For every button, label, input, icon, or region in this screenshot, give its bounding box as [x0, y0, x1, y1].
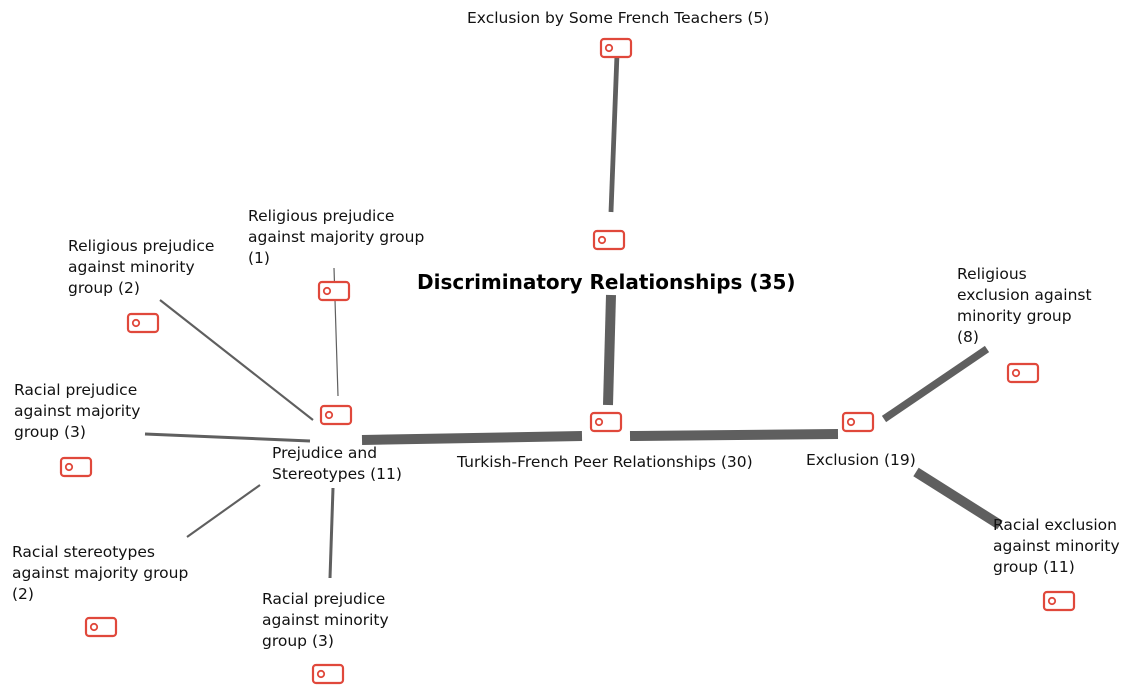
edge-peer-exclusion	[629, 429, 839, 441]
edge-prejudice-rel_prej_minority	[159, 299, 314, 421]
edge-peer-prejudice	[361, 431, 583, 445]
node-label-exclusion: Exclusion (19)	[806, 451, 916, 469]
edge-root-teachers	[608, 53, 620, 213]
edge-prejudice-racial_stereo_majority	[186, 484, 261, 538]
code-tag-icon-prejudice[interactable]	[319, 404, 353, 426]
code-tag-icon-racial_prej_majority[interactable]	[59, 456, 93, 478]
code-tag-icon-rel_excl_minority[interactable]	[1006, 362, 1040, 384]
code-tag-icon-exclusion[interactable]	[841, 411, 875, 433]
code-tag-icon-rel_prej_minority[interactable]	[126, 312, 160, 334]
code-tag-icon-rel_prej_majority[interactable]	[317, 280, 351, 302]
edge-prejudice-racial_prej_majority	[144, 432, 311, 443]
code-tag-icon-racial_stereo_majority[interactable]	[84, 616, 118, 638]
node-label-prejudice: Prejudice and Stereotypes (11)	[272, 444, 402, 483]
node-label-rel-prej-majority: Religious prejudice against majority gro…	[248, 207, 425, 267]
node-label-teachers: Exclusion by Some French Teachers (5)	[467, 9, 770, 27]
code-tag-icon-teachers[interactable]	[599, 37, 633, 59]
code-tag-icon-peer[interactable]	[589, 411, 623, 433]
node-label-racial-prej-majority: Racial prejudice against majority group …	[14, 381, 141, 441]
code-tag-icon-racial_excl_minority[interactable]	[1042, 590, 1076, 612]
node-label-peer: Turkish-French Peer Relationships (30)	[457, 453, 753, 471]
code-tag-icon-root[interactable]	[592, 229, 626, 251]
edge-exclusion-racial_excl_minority	[913, 467, 1003, 530]
node-label-rel-excl-minority: Religious exclusion against minority gro…	[957, 265, 1092, 346]
node-label-racial-excl-minority: Racial exclusion against minority group …	[993, 516, 1120, 576]
node-label-rel-prej-minority: Religious prejudice against minority gro…	[68, 237, 215, 297]
code-tag-icon-racial_prej_minority[interactable]	[311, 663, 345, 685]
edge-root-peer	[603, 294, 616, 406]
node-label-racial-stereo-majority: Racial stereotypes against majority grou…	[12, 543, 189, 603]
edge-exclusion-rel_excl_minority	[881, 345, 990, 423]
diagram-title: Discriminatory Relationships (35)	[417, 270, 796, 294]
edge-prejudice-racial_prej_minority	[328, 487, 335, 579]
node-label-racial-prej-minority: Racial prejudice against minority group …	[262, 590, 389, 650]
